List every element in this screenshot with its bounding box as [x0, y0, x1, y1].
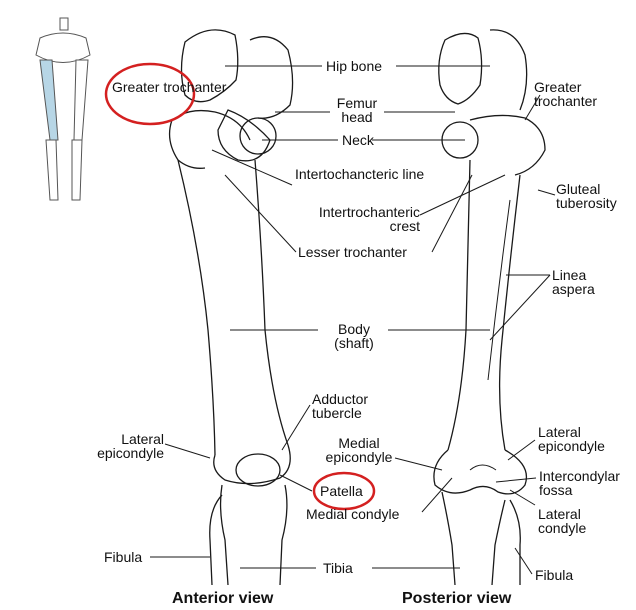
label-intercondylar-fossa: Intercondylar fossa — [539, 469, 635, 497]
title-anterior-view: Anterior view — [172, 590, 273, 608]
label-tibia: Tibia — [323, 561, 353, 575]
label-patella: Patella — [320, 484, 363, 498]
label-lateral-epicondyle-left: Lateral epicondyle — [72, 432, 164, 460]
label-lateral-condyle: Lateral condyle — [538, 507, 608, 535]
label-fibula-left: Fibula — [104, 550, 142, 564]
label-medial-condyle: Medial condyle — [306, 507, 399, 521]
anterior-femur — [170, 30, 293, 585]
label-hip-bone: Hip bone — [326, 59, 382, 73]
label-medial-epicondyle: Medial epicondyle — [318, 436, 400, 464]
label-lesser-trochanter: Lesser trochanter — [298, 245, 407, 259]
posterior-femur — [434, 30, 545, 585]
title-posterior-view: Posterior view — [402, 590, 511, 608]
label-lateral-epicondyle-right: Lateral epicondyle — [538, 425, 622, 453]
label-greater-trochanter-right: Greater trochanter — [534, 80, 604, 108]
label-adductor-tubercle: Adductor tubercle — [312, 392, 378, 420]
skeleton-thumbnail — [36, 18, 90, 200]
label-intertrochanteric-line: Intertochancteric line — [295, 167, 425, 181]
label-gluteal-tuberosity: Gluteal tuberosity — [556, 182, 626, 210]
label-femur-head: Femur head — [332, 96, 382, 124]
label-intertrochanteric-crest: Intertrochanteric crest — [296, 205, 420, 233]
label-fibula-right: Fibula — [535, 568, 573, 582]
label-greater-trochanter-left: Greater trochanter — [112, 80, 226, 94]
label-body-shaft: Body (shaft) — [322, 322, 386, 350]
label-linea-aspera: Linea aspera — [552, 268, 602, 296]
label-neck: Neck — [342, 133, 374, 147]
